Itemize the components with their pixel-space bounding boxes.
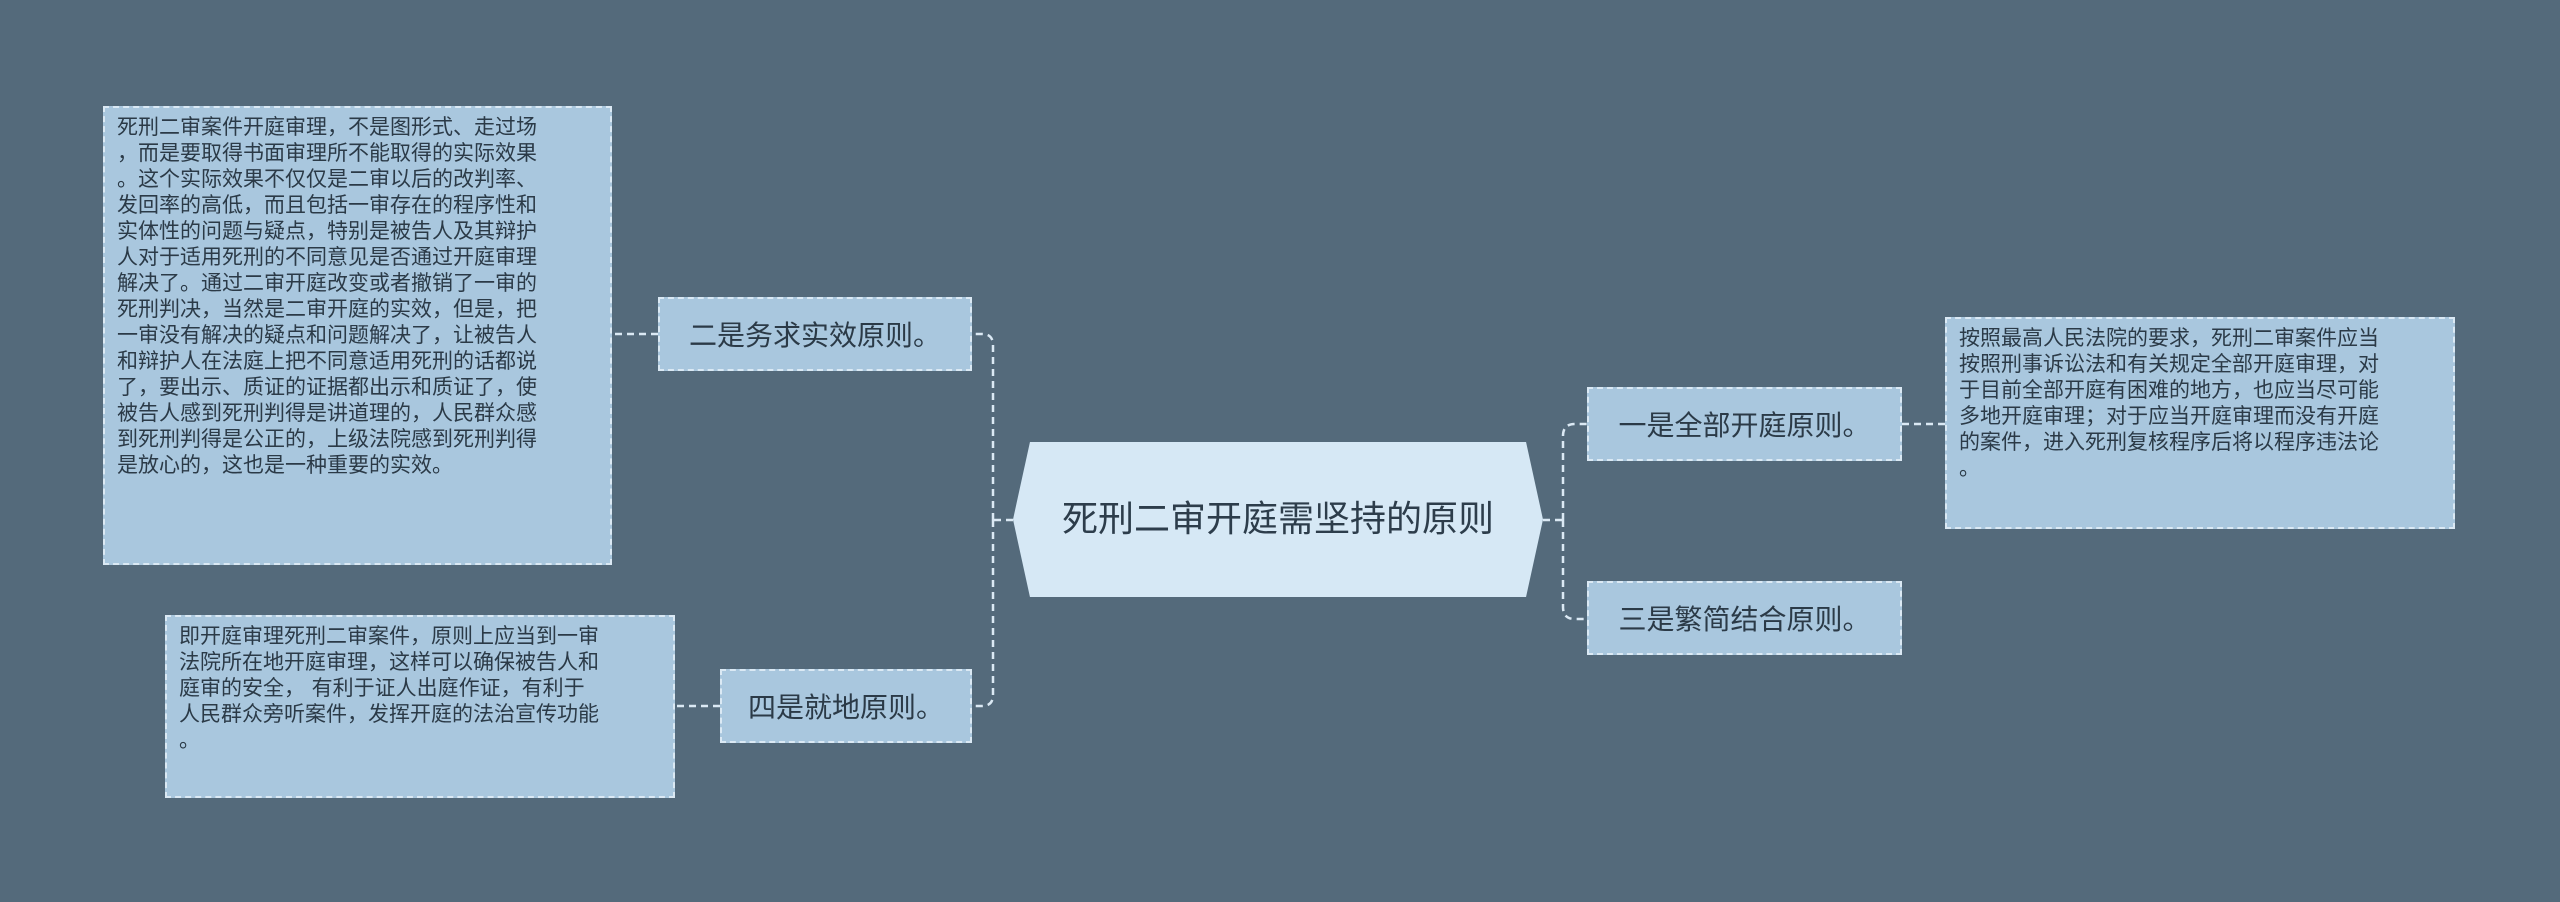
- branch-local-trial-principle[interactable]: 四是就地原则。: [720, 669, 972, 743]
- connector-to-branch-1: [1561, 422, 1587, 520]
- branch-label: 二是务求实效原则。: [688, 319, 941, 352]
- central-topic[interactable]: 死刑二审开庭需坚持的原则: [1013, 442, 1543, 597]
- branch-label: 三是繁简结合原则。: [1618, 603, 1871, 636]
- branch-label: 四是就地原则。: [747, 691, 944, 724]
- connector-to-branch-4: [972, 520, 995, 708]
- connector-to-branch-3: [1561, 520, 1587, 621]
- branch-effectiveness-principle[interactable]: 二是务求实效原则。: [658, 297, 972, 371]
- detail-full-trial-principle[interactable]: 按照最高人民法院的要求，死刑二审案件应当 按照刑事诉讼法和有关规定全部开庭审理，…: [1945, 317, 2455, 529]
- central-topic-label: 死刑二审开庭需坚持的原则: [1061, 498, 1494, 540]
- detail-local-trial-principle[interactable]: 即开庭审理死刑二审案件，原则上应当到一审 法院所在地开庭审理，这样可以确保被告人…: [165, 615, 675, 798]
- branch-simple-complex-principle[interactable]: 三是繁简结合原则。: [1587, 581, 1902, 655]
- detail-effectiveness-principle[interactable]: 死刑二审案件开庭审理，不是图形式、走过场 ，而是要取得书面审理所不能取得的实际效…: [103, 106, 612, 565]
- connector-to-branch-2: [972, 332, 995, 520]
- branch-label: 一是全部开庭原则。: [1618, 409, 1871, 442]
- branch-full-trial-principle[interactable]: 一是全部开庭原则。: [1587, 387, 1902, 461]
